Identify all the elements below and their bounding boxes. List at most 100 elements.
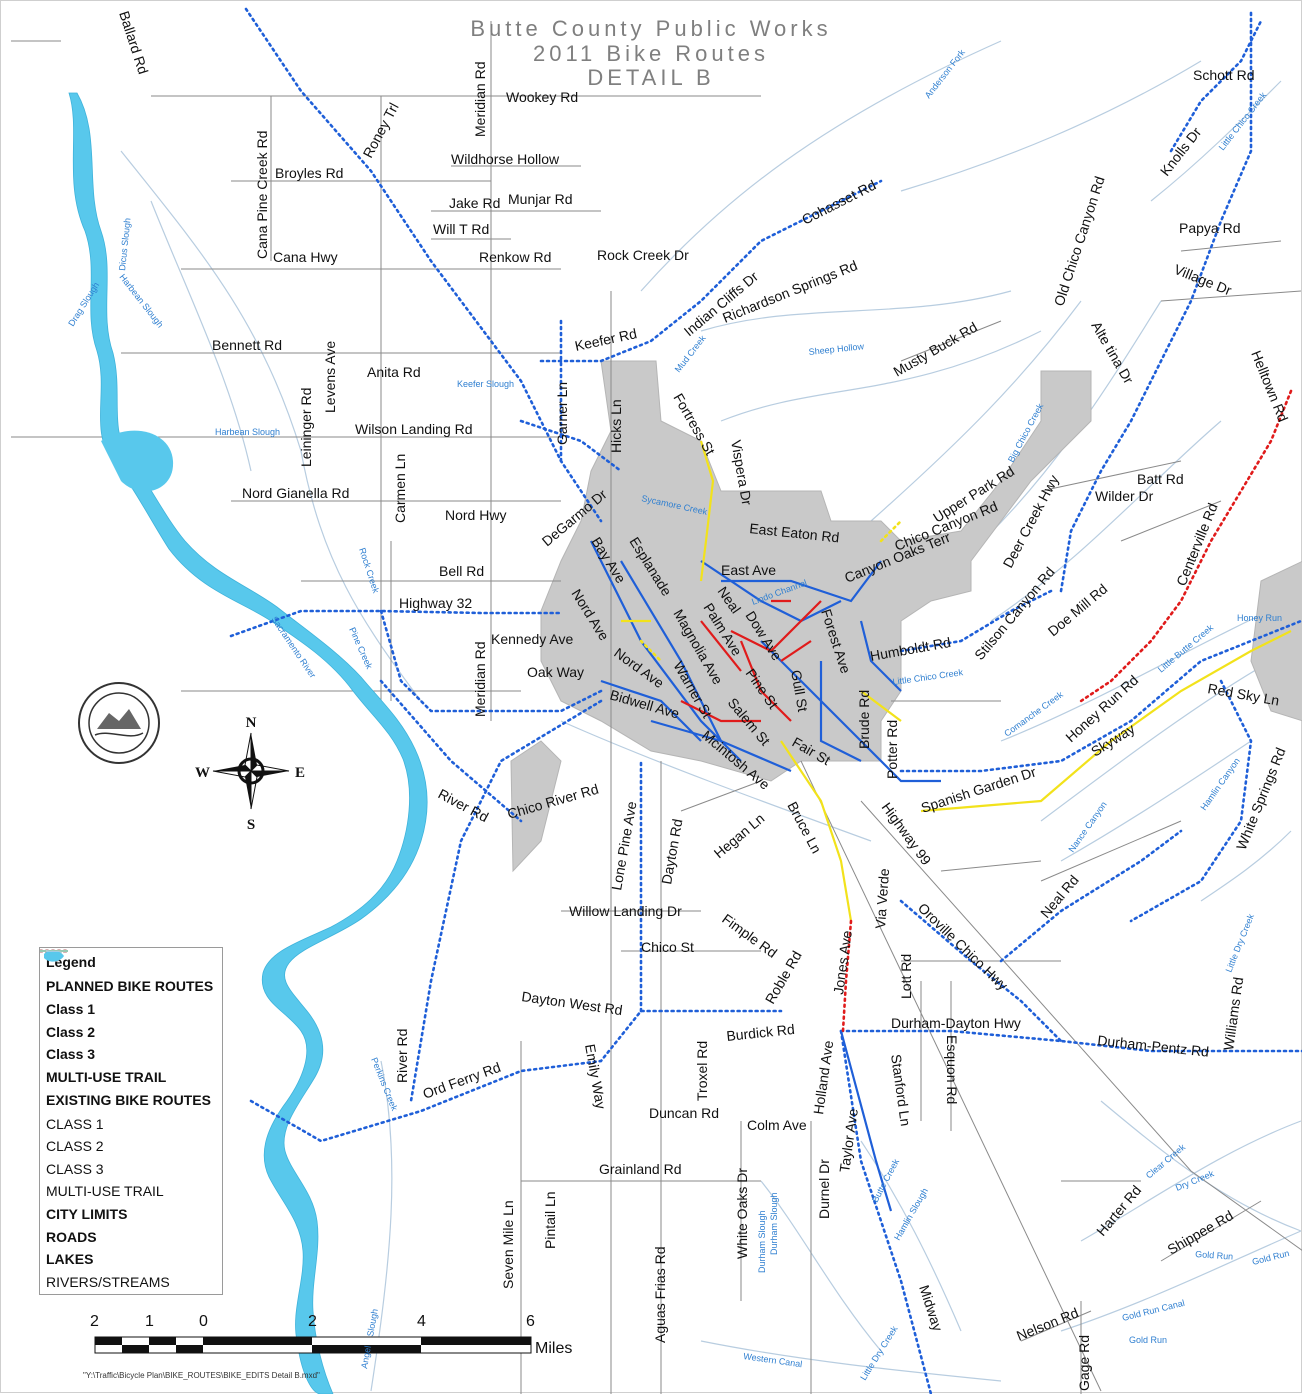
legend-item: RIVERS/STREAMS (40, 950, 216, 1294)
legend-item: CLASS 3 (40, 950, 216, 1181)
road-label: Nord Hwy (445, 507, 506, 523)
legend-label: MULTI-USE TRAIL (46, 1069, 167, 1086)
road-label: Durham-Pentz Rd (1097, 1032, 1210, 1060)
water-label: Little Dry Creek (1224, 912, 1257, 974)
water-label: Dicus Slough (117, 217, 132, 271)
road-label: Anita Rd (367, 364, 421, 380)
road-label: Musty Buck Rd (891, 319, 981, 380)
road-label: Jones Ave (830, 929, 855, 995)
scale-tick-label: 1 (145, 1313, 154, 1330)
water-label: Little Dry Creek (858, 1324, 900, 1382)
road-label: Schott Rd (1193, 67, 1254, 83)
water-label: Gold Run (1195, 1249, 1234, 1262)
planned-class2-layer (229, 7, 1302, 1394)
road-label: Colm Ave (747, 1117, 807, 1133)
road-label: Neal Rd (1037, 872, 1082, 921)
road-label: Doe Mill Rd (1045, 581, 1111, 640)
road-label: Duncan Rd (649, 1105, 719, 1121)
road-label: Munjar Rd (508, 191, 573, 207)
road-label: Midway (916, 1283, 946, 1333)
road-label: Ballard Rd (116, 9, 151, 76)
road-label: Wookey Rd (506, 89, 578, 105)
water-label: Durham Slough (757, 1210, 767, 1273)
water-label: Harbean Slough (117, 272, 165, 329)
legend-item: CLASS 1 (40, 950, 216, 1135)
water-label: Little Chico Creek (1217, 90, 1269, 153)
road-label: Via Verde (872, 868, 892, 930)
scale-bar (94, 1336, 532, 1354)
legend-item: ROADS (40, 950, 216, 1248)
road-label: East Ave (721, 562, 776, 578)
legend-item: LAKES (44, 950, 216, 1271)
road-label: Bruce Ln (784, 799, 824, 856)
road-label: Burdick Rd (726, 1021, 796, 1044)
scale-tick-label: 6 (526, 1313, 535, 1330)
road-label: Skyway (1088, 720, 1137, 759)
road-label: Lone Pine Ave (608, 800, 639, 892)
road-label: Garner Ln (554, 382, 570, 445)
scale-unit: Miles (535, 1340, 573, 1357)
road-label: Holland Ave (810, 1039, 836, 1115)
road-label: Kennedy Ave (491, 631, 573, 647)
legend-label: Class 1 (46, 1001, 96, 1018)
road-label: Lott Rd (898, 954, 914, 999)
road-label: Leininger Rd (298, 388, 314, 467)
road-label: Willow Landing Dr (569, 903, 682, 919)
road-label: Brude Rd (856, 690, 872, 749)
road-label: Stanford Ln (888, 1053, 914, 1127)
road-label: Hegan Ln (711, 810, 768, 861)
road-label: Durham-Dayton Hwy (891, 1015, 1021, 1031)
road-label: White Oaks Dr (734, 1168, 750, 1259)
legend-swatch (40, 950, 68, 952)
water-label: Gold Run (1129, 1335, 1167, 1345)
water-label: Hamlin Canyon (1198, 756, 1241, 812)
road-label: Esquon Rd (944, 1035, 960, 1104)
legend-label: Class 3 (46, 1046, 96, 1063)
road-label: Will T Rd (433, 221, 489, 237)
legend-item: CITY LIMITS (46, 950, 216, 1226)
water-label: Little Butte Creek (1156, 622, 1216, 674)
water-label: Sheep Hollow (808, 341, 865, 357)
road-label: Levens Ave (322, 341, 338, 413)
water-label: Angel (359, 1345, 373, 1369)
planned-class1-layer (639, 519, 903, 663)
road-label: Fimple Rd (719, 910, 780, 960)
legend-item: Class 2 (40, 949, 216, 1044)
road-label: Aguas Frias Rd (652, 1247, 668, 1343)
road-label: Troxel Rd (694, 1041, 710, 1101)
planned-class3-layer (841, 389, 1293, 1033)
legend-item: CLASS 2 (40, 950, 216, 1158)
road-label: Knolls Dr (1157, 124, 1205, 179)
road-label: Broyles Rd (275, 165, 343, 181)
north-arrow: N S E W (195, 715, 305, 833)
road-label: Batt Rd (1137, 471, 1184, 487)
legend-item: Class 3 (40, 949, 216, 1066)
road-label: Oroville Chico Hwy (915, 900, 1011, 994)
road-label: Potter Rd (884, 720, 900, 779)
road-label: Highway 32 (399, 595, 472, 611)
compass-s: S (247, 817, 255, 833)
water-label: Honey Run (1237, 613, 1282, 623)
road-label: Wildhorse Hollow (451, 151, 560, 167)
road-label: Cana Hwy (273, 249, 338, 265)
water-label: Anderson Fork (923, 47, 968, 100)
legend-label: Class 2 (46, 1023, 96, 1040)
legend-label: CLASS 3 (46, 1160, 104, 1177)
city-limits-layer (510, 360, 1302, 873)
road-label: Dayton Rd (658, 818, 685, 886)
map-title-line1: Butte County Public Works (470, 16, 832, 41)
road-label: Old Chico Canyon Rd (1051, 174, 1108, 308)
existing-class3-layer (680, 599, 822, 723)
water-label: Hamlin Slough (892, 1186, 930, 1242)
water-label: Durham Slough (769, 1192, 779, 1255)
legend-label: ROADS (46, 1228, 97, 1245)
compass-n: N (246, 715, 257, 731)
water-label: Harbean Slough (215, 427, 280, 437)
road-label: Cana Pine Creek Rd (254, 131, 270, 259)
existing-class2-layer (590, 540, 941, 1212)
scale-tick-label: 4 (417, 1313, 426, 1330)
legend-label: CLASS 1 (46, 1115, 104, 1132)
road-label: Hicks Ln (608, 399, 624, 453)
